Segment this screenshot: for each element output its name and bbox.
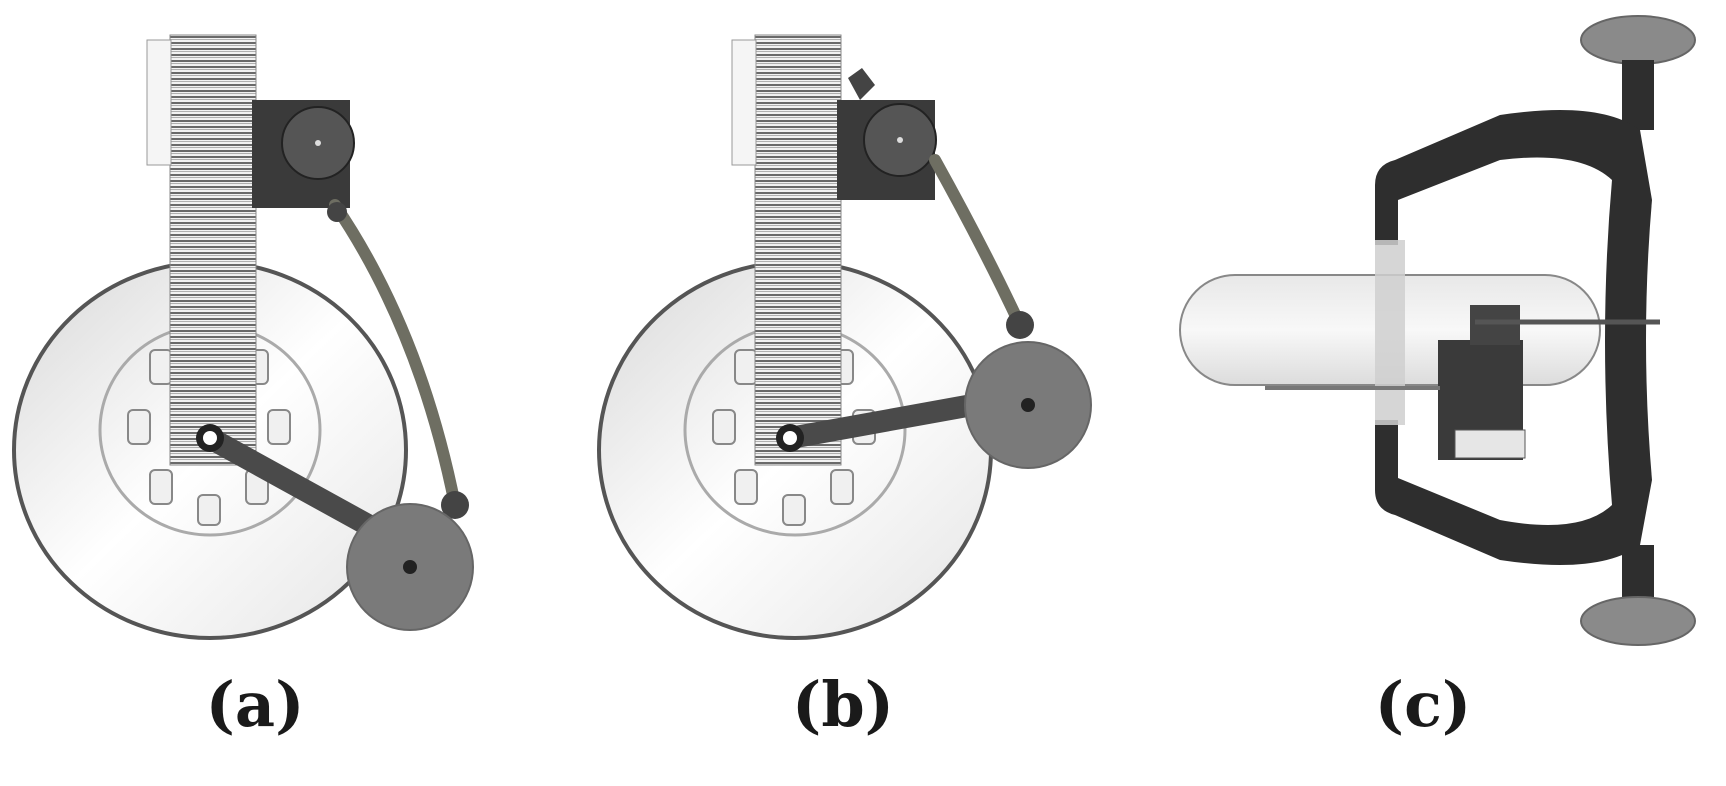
- panel-b-drawing: [597, 34, 1092, 640]
- gear-strip: [754, 34, 842, 466]
- motor-center: [897, 137, 903, 143]
- weight-center: [1021, 398, 1035, 412]
- motor-top: [1470, 305, 1520, 345]
- handle-cap-top: [1580, 15, 1696, 65]
- link-joint-bottom: [441, 491, 469, 519]
- link-arm: [929, 154, 1026, 331]
- frame: [1375, 110, 1652, 565]
- axle-hole: [203, 431, 217, 445]
- caption-b: (b): [791, 668, 895, 741]
- hub-spokes: [127, 349, 291, 526]
- gear-strip: [169, 34, 257, 466]
- gear-plate: [731, 39, 757, 166]
- panel-c-drawing: [1179, 15, 1696, 646]
- axle-hole: [783, 431, 797, 445]
- gear-plate: [146, 39, 172, 166]
- handle-shaft-top: [1622, 60, 1654, 130]
- link-bracket: [848, 68, 875, 100]
- caption-c: (c): [1374, 668, 1472, 741]
- motor-connector: [1454, 429, 1526, 459]
- link-joint-bottom: [1006, 311, 1034, 339]
- link-arm: [329, 199, 461, 511]
- weight-center: [403, 560, 417, 574]
- caption-a: (a): [205, 668, 305, 741]
- link-joint-top: [327, 202, 347, 222]
- panel-a-drawing: [12, 34, 474, 640]
- wheel-axle: [1375, 240, 1405, 425]
- motor-center: [315, 140, 321, 146]
- handle-cap-bottom: [1580, 596, 1696, 646]
